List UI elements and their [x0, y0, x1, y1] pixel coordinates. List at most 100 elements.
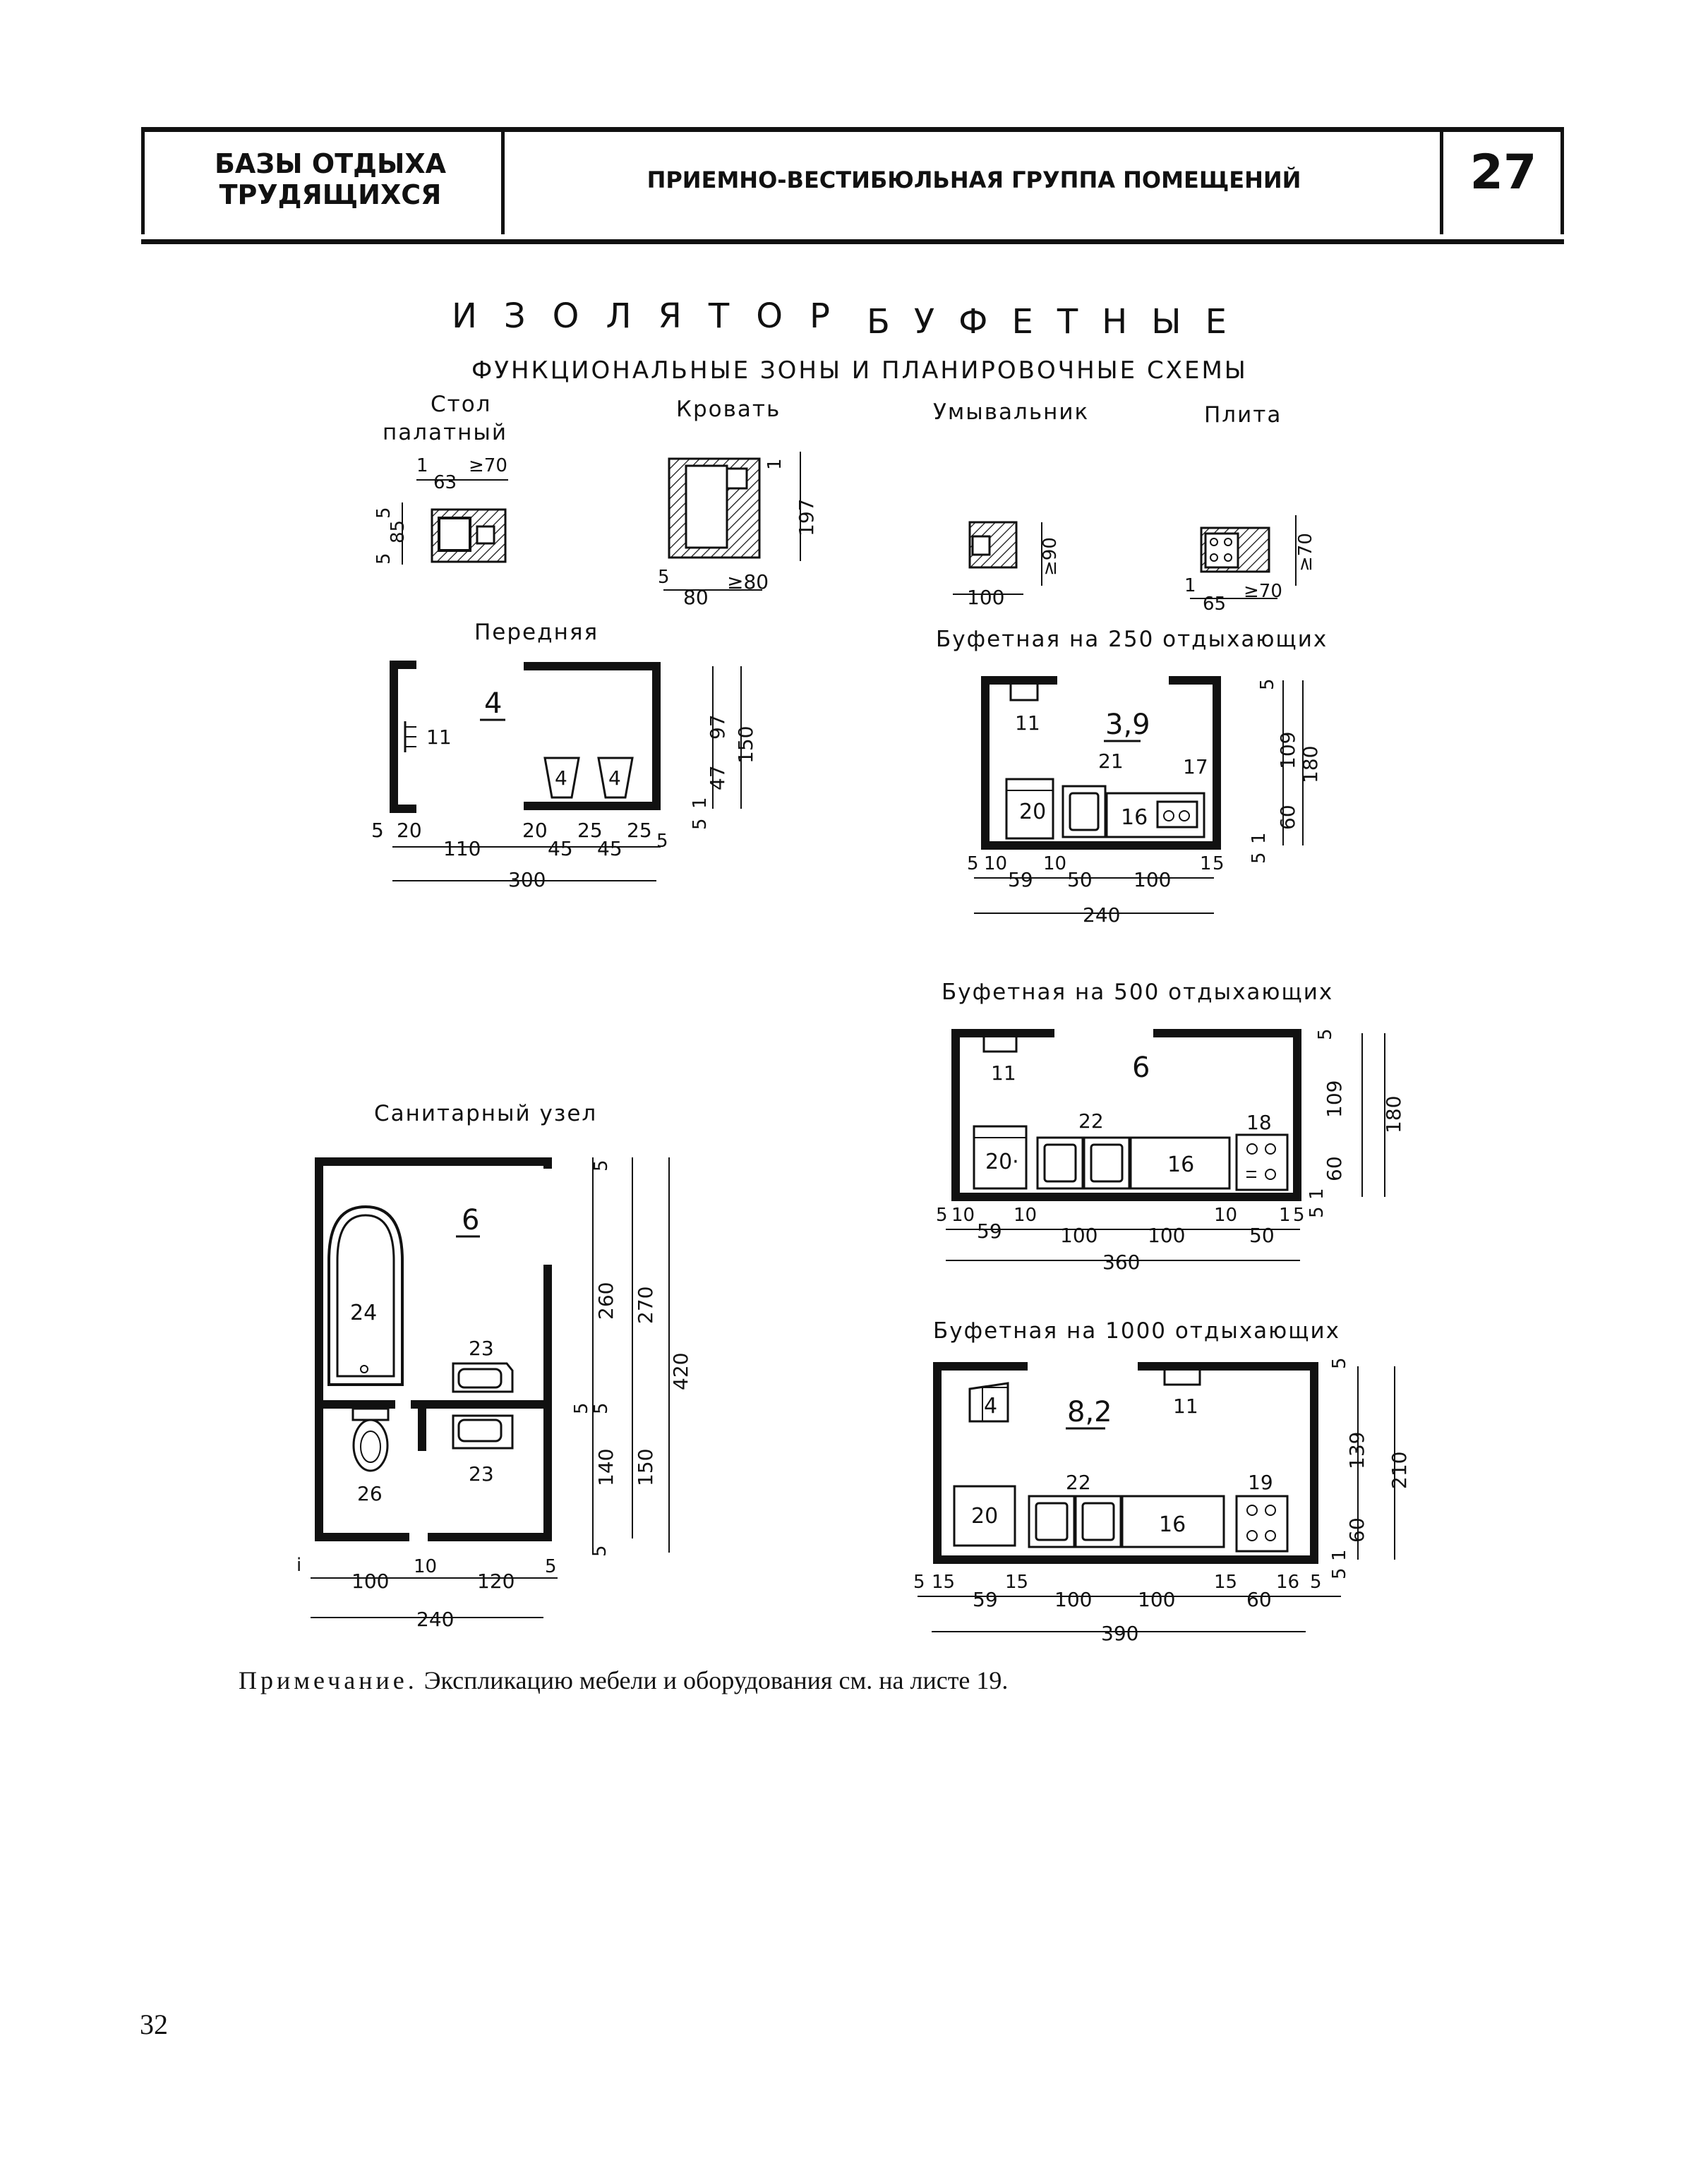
bed-dim-5: 5: [658, 567, 670, 588]
stove-dim-65: 65: [1203, 594, 1226, 615]
bath-dim-10: 10: [414, 1556, 437, 1577]
label-buffet-1000: Буфетная на 1000 отдыхающих: [933, 1318, 1340, 1344]
bath-dim-140: 140: [594, 1449, 618, 1486]
b250-dim-180: 180: [1299, 746, 1322, 783]
b500-dim-180: 180: [1382, 1096, 1405, 1133]
stove-dim-1: 1: [1184, 575, 1196, 596]
label-table-line2: палатный: [383, 420, 508, 445]
buffet-250-plan: 11 3,9 21 17 20 16 5 10 10 59 50 100 1 5…: [967, 676, 1322, 927]
b250-mark-17: 17: [1183, 755, 1208, 778]
bath-dim-5v3: 5: [591, 1402, 612, 1414]
b1000-dim-15b: 15: [1005, 1572, 1028, 1593]
anteroom-dim-5b: 5: [656, 831, 668, 852]
table-dim-1: 1: [416, 455, 428, 476]
bath-mark-23a: 23: [469, 1337, 494, 1360]
b250-dim-10a: 10: [984, 853, 1007, 874]
label-anteroom: Передняя: [474, 620, 599, 645]
b1000-dim-5v: 5: [1329, 1357, 1350, 1369]
bath-dim-240: 240: [416, 1608, 454, 1631]
anteroom-plan: 11 4 4 4 5 20 110 20 25 25 5 45 45 300 9…: [371, 661, 757, 891]
b500-dim-100a: 100: [1060, 1224, 1097, 1247]
b250-dim-5b: 5: [1213, 853, 1225, 874]
washbasin-plan: 100 ≥90: [953, 521, 1061, 609]
b1000-dim-15a: 15: [932, 1572, 955, 1593]
bed-plan: 1 197 5 80 ≥80: [658, 452, 818, 609]
b1000-dim-100b: 100: [1138, 1588, 1175, 1611]
b1000-mark-11: 11: [1173, 1395, 1198, 1418]
anteroom-dim-45a: 45: [548, 837, 573, 860]
b1000-dim-5b: 5: [1310, 1572, 1322, 1593]
header-divider-right: [1560, 127, 1564, 234]
b500-dim-50: 50: [1249, 1224, 1275, 1247]
bed-dim-80b: ≥80: [727, 570, 769, 594]
b500-dim-360: 360: [1102, 1251, 1140, 1274]
b500-dim-100b: 100: [1148, 1224, 1185, 1247]
anteroom-dim-97: 97: [706, 714, 729, 740]
b250-dim-60: 60: [1276, 805, 1299, 830]
b1000-dim-139: 139: [1345, 1432, 1369, 1469]
header-frame: [141, 127, 1564, 244]
table-dim-70: ≥70: [469, 455, 507, 476]
b500-dim-5b: 5: [1293, 1205, 1305, 1226]
header-divider-2: [1440, 127, 1443, 234]
washbasin-dim-100: 100: [967, 586, 1004, 609]
b250-dim-59: 59: [1008, 868, 1033, 891]
anteroom-dim-5v: 5: [690, 818, 711, 830]
b250-dim-5: 5: [967, 853, 979, 874]
b250-dim-109: 109: [1276, 732, 1299, 769]
note-text: Экспликацию мебели и оборудования см. на…: [423, 1666, 1009, 1694]
bath-mark-23b: 23: [469, 1462, 494, 1486]
stove-plan: 1 65 ≥70 ≥70: [1184, 515, 1316, 615]
buffet-1000-plan: 4 11 8,2 22 19 20 16 5 15 15 59 100 100 …: [913, 1357, 1411, 1645]
bath-dim-260: 260: [594, 1282, 618, 1320]
anteroom-dim-20a: 20: [397, 819, 422, 842]
b500-area: 6: [1132, 1052, 1150, 1084]
bed-dim-80: 80: [683, 586, 709, 609]
b1000-mark-19: 19: [1248, 1471, 1273, 1494]
anteroom-mark-4b: 4: [608, 766, 621, 790]
b500-dim-1: 1: [1279, 1205, 1291, 1226]
table-dim-5b: 5: [373, 553, 395, 565]
anteroom-dim-20b: 20: [522, 819, 548, 842]
buffet-500-plan: 11 6 22 18 20· 16 5 10 10 59 100 100 10 …: [936, 1028, 1405, 1274]
bath-dim-5v2: 5: [571, 1402, 592, 1414]
b500-dim-1v: 1: [1306, 1188, 1328, 1200]
anteroom-mark-4a: 4: [555, 766, 567, 790]
stove-dim-70v: ≥70: [1295, 533, 1316, 572]
b1000-dim-390: 390: [1101, 1622, 1138, 1645]
bath-dim-i: i: [296, 1555, 301, 1576]
b1000-dim-16: 16: [1276, 1572, 1299, 1593]
b250-dim-10b: 10: [1043, 853, 1066, 874]
bath-mark-24: 24: [350, 1301, 377, 1325]
section-title: БАЗЫ ОТДЫХА ТРУДЯЩИХСЯ: [161, 148, 500, 210]
note: Примечание. Экспликацию мебели и оборудо…: [239, 1666, 1008, 1695]
b500-dim-5v2: 5: [1306, 1206, 1328, 1218]
b500-dim-10c: 10: [1214, 1205, 1237, 1226]
label-table-line1: Стол: [431, 392, 492, 417]
b250-mark-16: 16: [1121, 805, 1148, 830]
bath-dim-100: 100: [351, 1570, 389, 1593]
b250-mark-20: 20: [1019, 800, 1046, 824]
anteroom-dim-300: 300: [508, 868, 546, 891]
label-stove: Плита: [1204, 402, 1282, 428]
b250-dim-50: 50: [1067, 868, 1093, 891]
b1000-mark-20: 20: [971, 1504, 998, 1529]
b250-mark-11: 11: [1015, 711, 1040, 735]
table-dim-5a: 5: [373, 507, 395, 519]
b1000-dim-100a: 100: [1054, 1588, 1092, 1611]
b1000-dim-15c: 15: [1214, 1572, 1237, 1593]
b500-dim-59: 59: [977, 1220, 1002, 1243]
b1000-dim-60: 60: [1246, 1588, 1272, 1611]
b500-dim-5: 5: [936, 1205, 948, 1226]
b1000-mark-22: 22: [1066, 1471, 1091, 1494]
b250-dim-1v: 1: [1249, 832, 1270, 844]
anteroom-dim-1v: 1: [690, 797, 711, 809]
b1000-mark-16: 16: [1159, 1512, 1186, 1537]
b1000-area: 8,2: [1067, 1396, 1112, 1428]
bed-dim-1: 1: [764, 458, 786, 470]
heading-isolator: ИЗОЛЯТОР: [452, 296, 857, 336]
table-dim-63: 63: [433, 472, 457, 493]
bath-dim-150: 150: [634, 1449, 657, 1486]
anteroom-dim-150: 150: [734, 726, 757, 764]
